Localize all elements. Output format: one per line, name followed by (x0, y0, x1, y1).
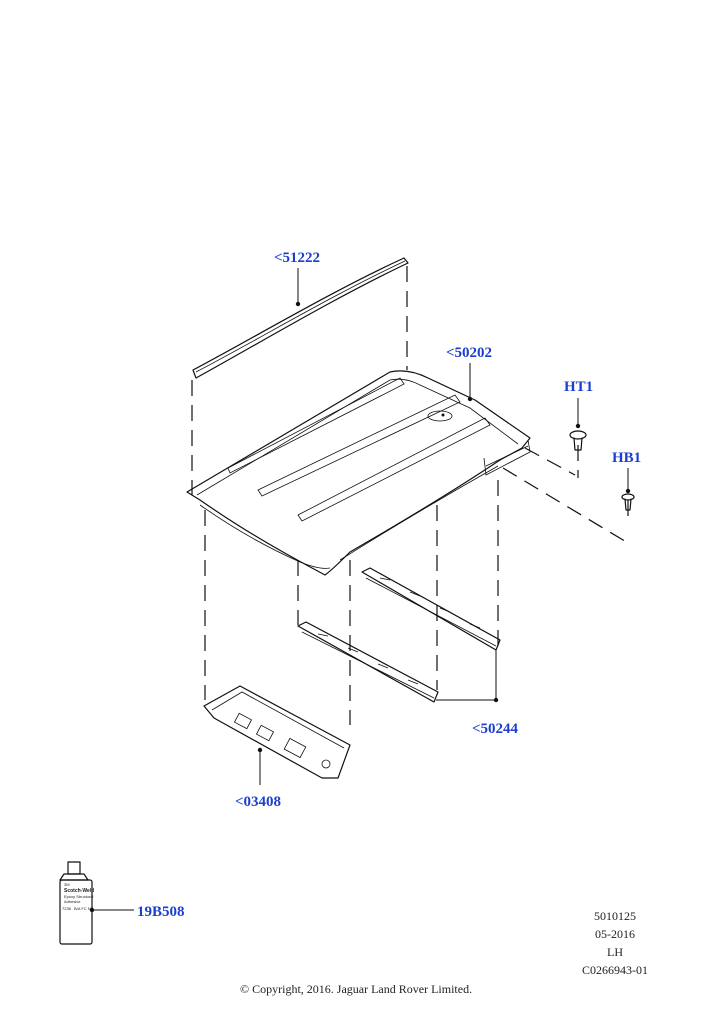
adhesive-bottle: 3M Scotch-Weld Epoxy Structural Adhesive… (59, 861, 134, 945)
callout-adhesive[interactable]: 19B508 (137, 904, 185, 920)
clip-hb1 (621, 468, 635, 511)
bottle-code: B/A FC NS (74, 906, 94, 911)
callout-header-panel[interactable]: <03408 (235, 794, 282, 810)
doc-number: 5010125 (594, 909, 636, 923)
bottle-part: 7238 (62, 906, 72, 911)
bottle-line2: Adhesive (64, 899, 81, 904)
drawing-id: C0266943-01 (582, 963, 648, 977)
copyright-notice: © Copyright, 2016. Jaguar Land Rover Lim… (240, 982, 473, 996)
roof-bow-rear (361, 567, 501, 651)
callout-roof-molding[interactable]: <51222 (274, 250, 321, 266)
callout-roof-bows[interactable]: <50244 (472, 721, 519, 737)
header-panel (203, 685, 351, 785)
roof-molding (192, 257, 409, 379)
bottle-brand: Scotch-Weld (64, 888, 94, 894)
doc-side: LH (607, 945, 623, 959)
bottle-line1: Epoxy Structural (64, 894, 93, 899)
alignment-lines (191, 266, 629, 725)
roof-panel (186, 363, 531, 576)
callout-roof-panel[interactable]: <50202 (446, 345, 493, 361)
roof-bow-front (297, 621, 439, 703)
roof-bows-leader (436, 650, 499, 703)
callout-clip-hb1[interactable]: HB1 (612, 450, 642, 466)
callout-clip-ht1[interactable]: HT1 (564, 379, 594, 395)
doc-date: 05-2016 (595, 927, 635, 941)
clip-ht1 (569, 398, 587, 451)
bottle-brand-top: 3M (64, 882, 70, 887)
